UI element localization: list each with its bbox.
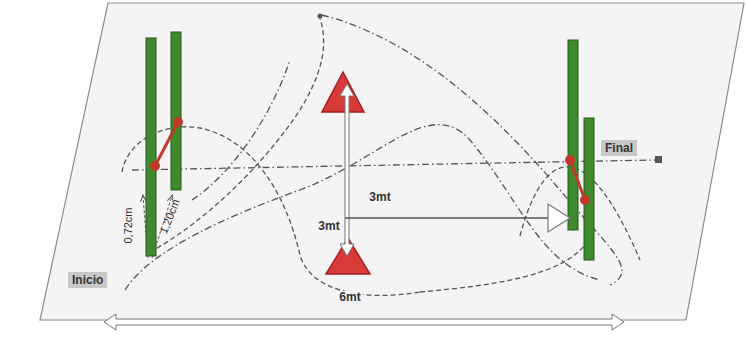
distance-label: 6mt <box>337 291 362 303</box>
end-marker <box>655 156 662 163</box>
bars <box>152 119 589 204</box>
poles <box>146 32 594 260</box>
tag-text: Inicio <box>72 273 103 287</box>
width-arrow <box>104 314 624 330</box>
ground <box>40 3 744 320</box>
distance-label: 3mt <box>367 191 392 203</box>
start-end-tag: Final <box>601 140 637 156</box>
hollow-head <box>548 204 570 232</box>
distance-line <box>345 217 550 218</box>
distance-arrow <box>340 84 354 256</box>
tag-text: Final <box>605 141 633 155</box>
route-lines <box>122 15 655 295</box>
start-end-tag: Inicio <box>68 272 107 288</box>
distance-label: 3mt <box>316 220 341 232</box>
dimension-label: 0,72cm <box>122 207 133 243</box>
